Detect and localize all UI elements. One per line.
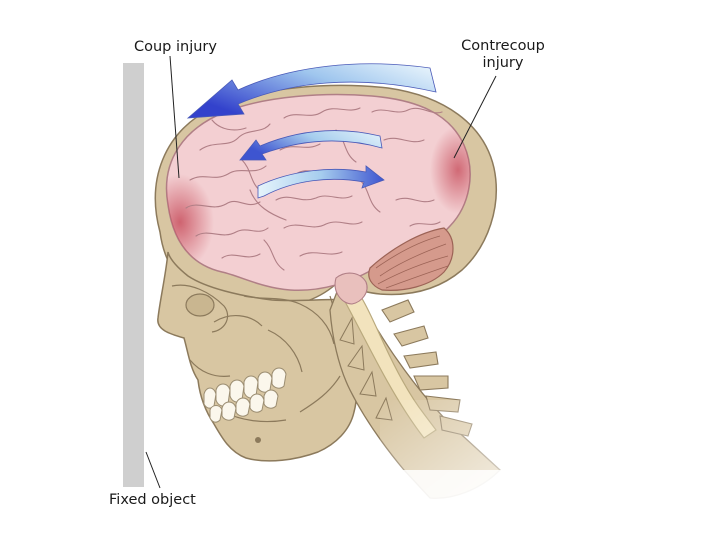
cerebellum — [368, 227, 454, 291]
contrecoup-injury-area — [430, 126, 471, 214]
coup-leader-line — [169, 55, 180, 179]
contrecoup-label-line-1: Contrecoup — [461, 38, 545, 54]
brain-gyri — [185, 107, 443, 271]
large-arrow-icon — [186, 63, 437, 119]
contrecoup-leader-line — [453, 75, 497, 159]
upper-brain-arrow-icon — [239, 130, 383, 161]
coup-injury-area — [166, 174, 214, 270]
brain — [165, 93, 471, 305]
fixed-object-leader-line — [145, 451, 161, 489]
cerebellum-folia — [375, 235, 449, 289]
fixed-object-label: Fixed object — [109, 492, 196, 508]
fixed-object-wall — [123, 63, 144, 487]
coup-injury-label: Coup injury — [134, 39, 217, 55]
contrecoup-label-line-2: injury — [482, 55, 524, 71]
brainstem — [334, 272, 368, 305]
teeth — [203, 367, 287, 423]
contrecoup-injury-label: Contrecoup injury — [448, 38, 558, 72]
lower-brain-arrow-icon — [257, 165, 385, 199]
